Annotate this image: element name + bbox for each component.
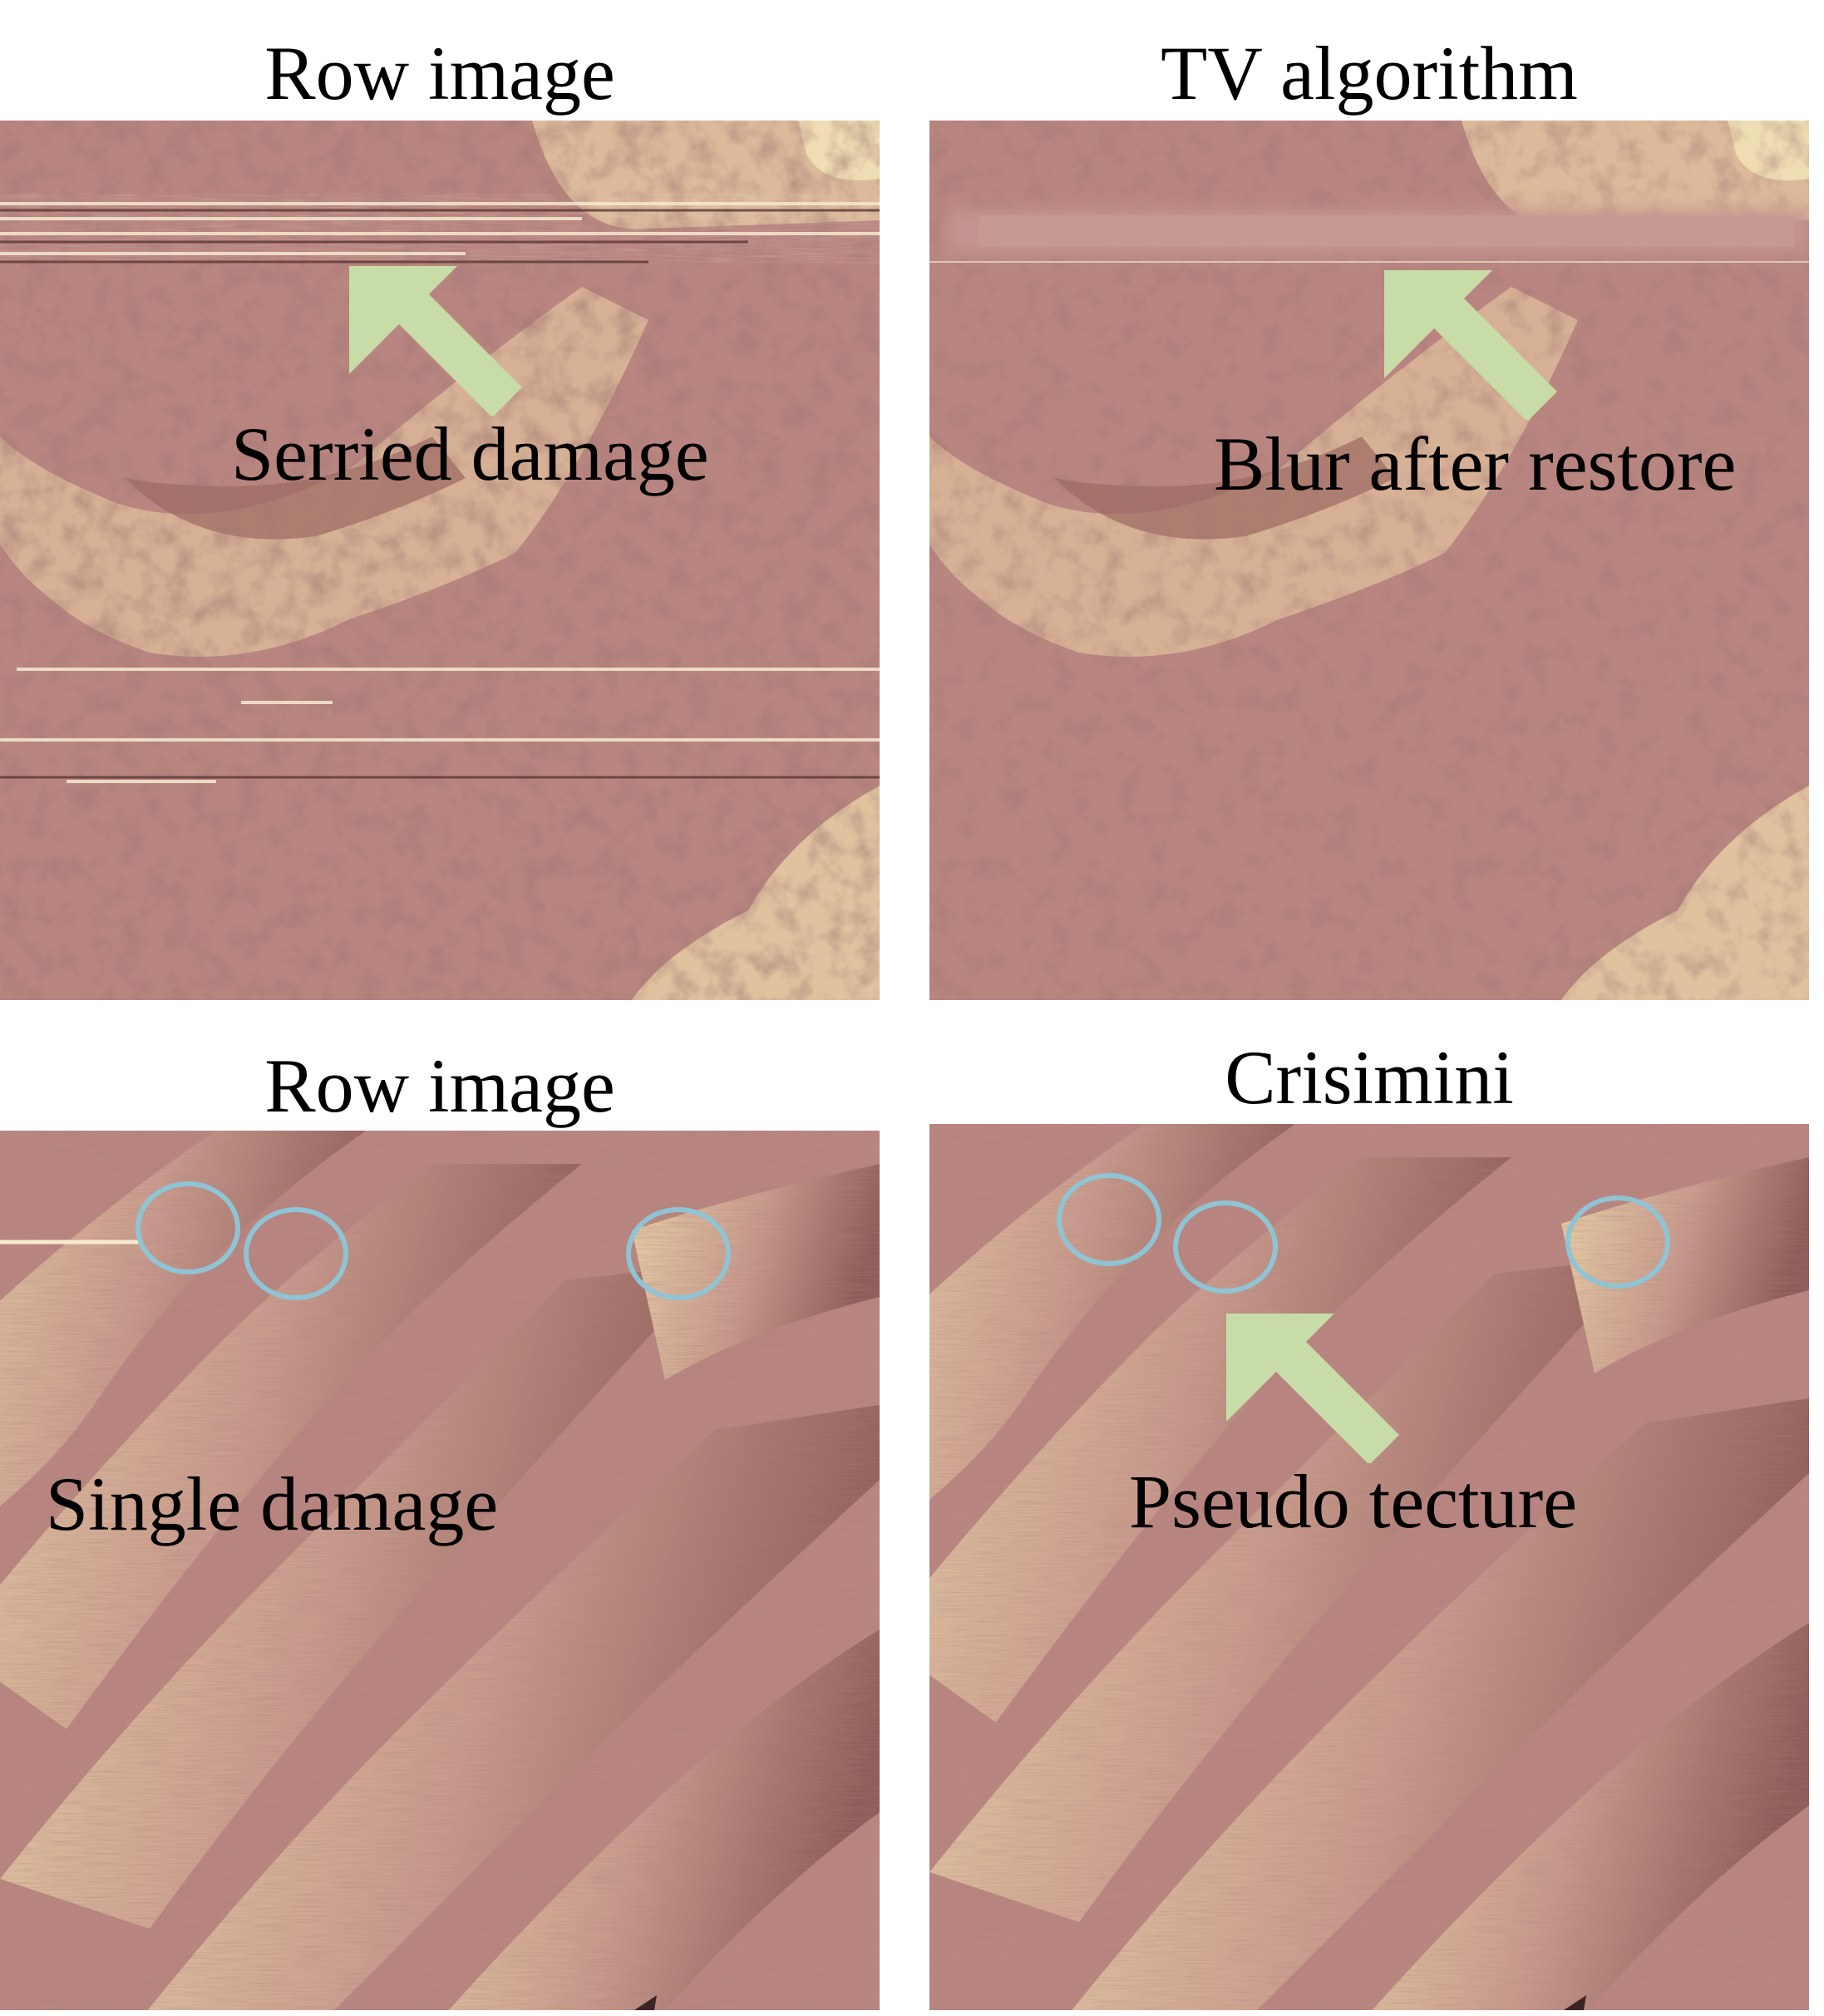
damage-circles-bottom-left — [136, 1181, 731, 1300]
image-panel-bottom-left — [0, 1131, 880, 2010]
image-panel-bottom-right — [929, 1124, 1809, 2010]
panel-title-top-right: TV algorithm — [1161, 31, 1578, 116]
annotation-bottom-right: Pseudo tecture — [1129, 1459, 1578, 1544]
arrow-bottom-right — [1226, 1314, 1399, 1463]
panel-title-bottom-left: Row image — [264, 1043, 615, 1128]
panel-title-bottom-right: Crisimini — [1225, 1035, 1514, 1120]
stm-image-top-right — [929, 121, 1809, 1000]
annotation-top-left: Serried damage — [231, 412, 709, 496]
panel-title-top-left: Row image — [264, 31, 615, 116]
arrow-top-left — [349, 266, 522, 416]
stm-image-top-left — [0, 121, 880, 1000]
annotation-bottom-left: Single damage — [46, 1461, 499, 1546]
stm-image-bottom-right — [929, 1124, 1809, 2010]
annotation-top-right: Blur after restore — [1214, 421, 1737, 506]
damage-circles-bottom-right — [1057, 1173, 1670, 1294]
arrow-top-right — [1384, 270, 1557, 420]
image-panel-top-right — [929, 121, 1809, 1000]
image-panel-top-left — [0, 121, 880, 1000]
stm-image-bottom-left — [0, 1131, 880, 2010]
